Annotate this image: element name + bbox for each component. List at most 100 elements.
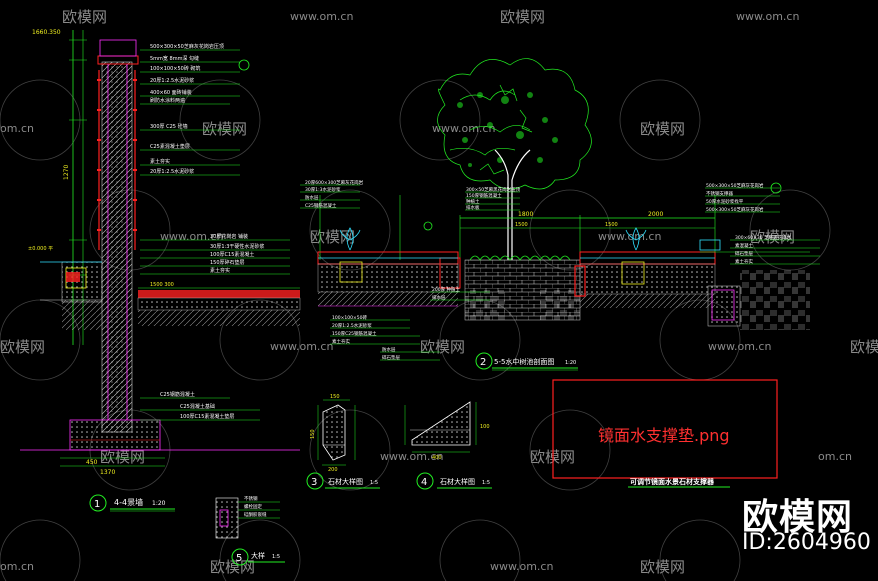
drawing-number: 2 <box>480 357 486 368</box>
svg-text:500×300×50芝麻灰花岗岩: 500×300×50芝麻灰花岗岩 <box>706 182 764 189</box>
drawing-title: 石材大样图 <box>328 477 363 486</box>
svg-text:50厚水泥砂浆找平: 50厚水泥砂浆找平 <box>706 198 744 205</box>
svg-text:30厚1:3水泥砂浆: 30厚1:3水泥砂浆 <box>305 186 341 193</box>
dim-label: 1500 <box>605 222 618 228</box>
watermark-url: www.om.cn <box>432 122 495 135</box>
drawing-number-circle <box>89 494 107 512</box>
watermark-url: om.cn <box>0 560 34 573</box>
brand-id: ID:2604960 <box>742 530 871 555</box>
svg-text:防水层: 防水层 <box>305 194 319 201</box>
svg-text:C25素混凝土垫层: C25素混凝土垫层 <box>150 143 190 150</box>
drawing-number: 3 <box>311 477 317 488</box>
watermark-logo: 欧模网 <box>202 120 247 138</box>
image-placeholder-label: 镜面水支撑垫.png <box>598 426 730 445</box>
svg-text:排水层: 排水层 <box>432 294 446 301</box>
svg-text:100×100×50砖: 100×100×50砖 <box>332 314 367 321</box>
watermark-logo: 欧模网 <box>750 228 795 246</box>
svg-text:100厚C15素混凝土: 100厚C15素混凝土 <box>210 251 254 258</box>
svg-text:不锈钢支撑器: 不锈钢支撑器 <box>706 190 733 197</box>
svg-text:1270: 1270 <box>63 165 70 180</box>
svg-text:螺栓固定: 螺栓固定 <box>244 503 262 510</box>
svg-text:30厚花岗岩 铺装: 30厚花岗岩 铺装 <box>210 233 248 240</box>
svg-text:150厚C25钢筋混凝土: 150厚C25钢筋混凝土 <box>332 330 377 337</box>
image-placeholder-frame: 可调节镜面水景石材支撑器 <box>552 379 778 488</box>
svg-text:1660.350: 1660.350 <box>32 29 61 36</box>
watermark-logo: 欧模网 <box>100 448 145 466</box>
stone-detail-3: 150 150 200 3 石材大样图 1:5 <box>306 394 380 490</box>
wall-section-drawing: 1270 1660.350 <box>20 29 301 512</box>
watermark-logo: 欧模网 <box>640 558 685 576</box>
svg-text:300×50芝麻黑花岗岩压顶: 300×50芝麻黑花岗岩压顶 <box>466 186 521 193</box>
svg-text:150厚碎石垫层: 150厚碎石垫层 <box>210 259 245 266</box>
dim-label: 2000 <box>648 211 663 218</box>
drawing-title: 4-4景墙 <box>114 497 143 507</box>
watermark-url: www.om.cn <box>490 560 553 573</box>
frame-caption: 可调节镜面水景石材支撑器 <box>630 477 715 486</box>
watermark-logo: 欧模网 <box>640 120 685 138</box>
svg-text:5mm宽 8mm深 勾缝: 5mm宽 8mm深 勾缝 <box>150 55 199 62</box>
watermark-logo: 欧模网 <box>500 8 545 26</box>
drawing-scale: 1:5 <box>272 554 280 560</box>
dim-label: 1500 <box>515 222 528 228</box>
brand-logo-text: 欧模网 <box>742 497 854 538</box>
dim-label: 1800 <box>518 211 533 218</box>
dim-label: 150 <box>330 394 340 400</box>
watermark-layer: 欧模网 欧模网 www.om.cn www.om.cn 欧模网 欧模网 om.c… <box>0 8 878 581</box>
svg-text:20厚600×300芝麻灰花岗岩: 20厚600×300芝麻灰花岗岩 <box>305 179 364 186</box>
svg-text:防水层: 防水层 <box>382 346 396 353</box>
svg-text:不锈钢: 不锈钢 <box>244 495 258 502</box>
watermark-url: www.om.cn <box>598 230 661 243</box>
watermark-logo: 欧模网 <box>420 338 465 356</box>
dim-label: 100 <box>480 424 490 430</box>
drawing-title: 石材大样图 <box>440 477 475 486</box>
svg-text:素土夯实: 素土夯实 <box>735 258 753 265</box>
svg-text:硅酮胶嵌缝: 硅酮胶嵌缝 <box>244 511 267 518</box>
svg-text:碎石垫层: 碎石垫层 <box>735 250 753 257</box>
drawing-title: 5-5水中树池剖面图 <box>494 357 554 366</box>
svg-text:300×60×30 芝麻黑花岗岩: 300×60×30 芝麻黑花岗岩 <box>735 234 792 241</box>
svg-text:30厚1:3干硬性水泥砂浆: 30厚1:3干硬性水泥砂浆 <box>210 243 264 250</box>
svg-text:300厚 C25 砼墙: 300厚 C25 砼墙 <box>150 123 188 130</box>
svg-text:100厚C15素混凝土垫层: 100厚C15素混凝土垫层 <box>180 413 234 420</box>
svg-text:1500 300: 1500 300 <box>150 282 174 288</box>
svg-text:种植土: 种植土 <box>466 198 480 205</box>
svg-text:100×100×50砖 砌筑: 100×100×50砖 砌筑 <box>150 65 200 72</box>
svg-text:素土夯实: 素土夯实 <box>332 338 350 345</box>
svg-text:20厚1:2.5水泥砂浆: 20厚1:2.5水泥砂浆 <box>150 77 194 84</box>
svg-text:素混凝土: 素混凝土 <box>735 242 753 249</box>
svg-text:素土夯实: 素土夯实 <box>150 158 170 165</box>
svg-text:150厚钢筋混凝土: 150厚钢筋混凝土 <box>466 192 502 199</box>
watermark-logo: 欧模网 <box>0 338 45 356</box>
drawing-number-circle <box>475 352 493 370</box>
watermark-url: om.cn <box>0 122 34 135</box>
dim-label: 400 <box>432 455 442 461</box>
watermark-logo: 欧模网 <box>62 8 107 26</box>
watermark-url: www.om.cn <box>290 10 353 23</box>
stone-detail-4: 400 100 4 石材大样图 1:5 <box>404 401 492 490</box>
drawing-number: 5 <box>236 553 242 564</box>
tree-pool-section-drawing: 1800 2000 1500 1500 <box>300 58 820 371</box>
drawing-scale: 1:5 <box>370 480 378 486</box>
svg-text:500×300×50芝麻灰花岗岩压顶: 500×300×50芝麻灰花岗岩压顶 <box>150 43 224 50</box>
drawing-number: 1 <box>94 499 100 510</box>
watermark-url: om.cn <box>818 450 852 463</box>
svg-text:±0.000 平: ±0.000 平 <box>28 246 53 252</box>
svg-text:C25混凝土基础: C25混凝土基础 <box>180 403 215 410</box>
svg-text:素土夯实: 素土夯实 <box>210 267 230 274</box>
svg-text:200厚 种植土: 200厚 种植土 <box>432 286 461 293</box>
watermark-url: www.om.cn <box>736 10 799 23</box>
watermark-logo: 欧模网 <box>310 228 355 246</box>
svg-text:400×60 面砖铺装: 400×60 面砖铺装 <box>150 89 192 96</box>
watermark-logo: 欧模网 <box>850 338 878 356</box>
drawing-scale: 1:5 <box>482 480 490 486</box>
svg-text:20厚1:2.5水泥砂浆: 20厚1:2.5水泥砂浆 <box>150 168 194 175</box>
drawing-scale: 1:20 <box>152 500 166 507</box>
svg-text:排水板: 排水板 <box>466 204 480 211</box>
drawing-number: 4 <box>421 477 427 488</box>
dim-label: 450 <box>86 459 98 466</box>
svg-text:碎石垫层: 碎石垫层 <box>382 354 400 361</box>
svg-text:刷防水涂料两遍: 刷防水涂料两遍 <box>150 97 185 104</box>
dim-label: 150 <box>310 429 316 439</box>
